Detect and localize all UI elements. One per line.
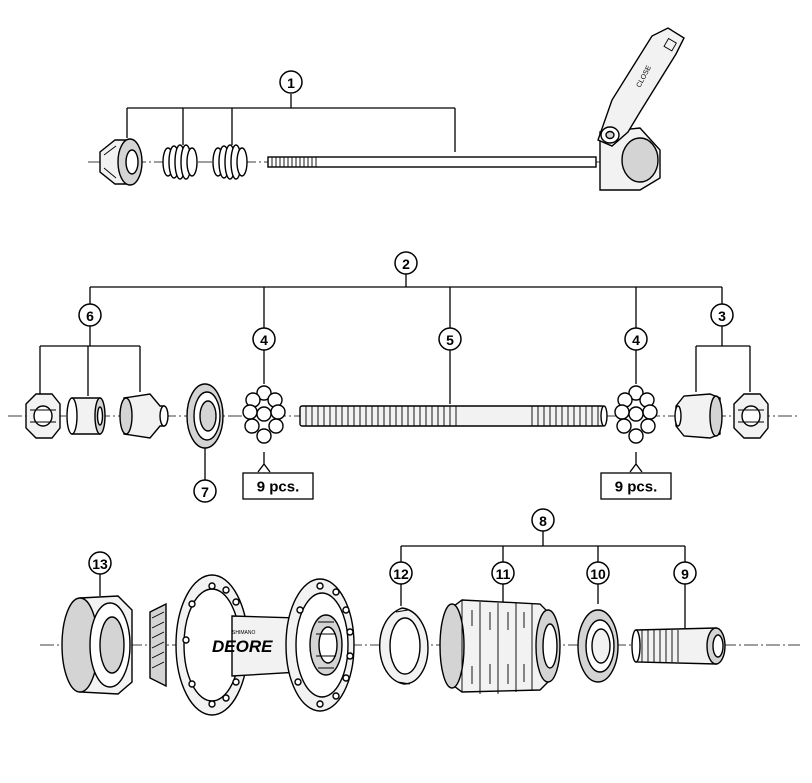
callout-1-label: 1 <box>287 75 295 91</box>
freehub-seal-ring <box>577 609 619 683</box>
dust-cap <box>186 383 224 449</box>
callout-7-label: 7 <box>201 484 209 500</box>
hub-brand-text: DEORE <box>212 637 273 656</box>
callout-6-bracket <box>39 326 141 396</box>
freehub-bolt <box>631 627 726 665</box>
left-lock-nut <box>25 393 61 439</box>
hub-axle <box>299 405 608 427</box>
callout-4-left-label: 4 <box>260 332 268 348</box>
hub-shell: SHIMANO DEORE <box>149 574 355 716</box>
callout-11-label: 11 <box>496 566 511 582</box>
right-lock-nut <box>733 393 769 439</box>
callout-5: 5 <box>438 327 462 351</box>
callout-11: 11 <box>491 561 515 585</box>
left-cone <box>119 393 169 439</box>
callout-12: 12 <box>389 561 413 585</box>
qr-lever: CLOSE <box>597 27 685 191</box>
freehub-body <box>439 599 561 694</box>
callout-8: 8 <box>531 508 555 532</box>
callout-3-bracket <box>695 326 751 392</box>
right-cone <box>674 393 723 439</box>
callout-12-label: 12 <box>393 566 409 582</box>
axle-assembly: 9 pcs. 9 pcs. 2 6 3 4 5 4 <box>8 251 800 503</box>
quantity-label-right: 9 pcs. <box>615 479 658 496</box>
callout-7: 7 <box>193 479 217 503</box>
callout-3-label: 3 <box>718 308 726 324</box>
qty-left-leader <box>257 452 271 473</box>
callout-5-label: 5 <box>446 332 454 348</box>
callout-6-label: 6 <box>86 308 94 324</box>
callout-10: 10 <box>586 561 610 585</box>
qr-spring-1 <box>162 144 198 180</box>
left-spacer <box>66 397 106 435</box>
qr-spring-2 <box>212 144 248 180</box>
callout-3: 3 <box>710 303 734 327</box>
callout-13: 13 <box>88 551 112 575</box>
qty-right-leader <box>629 452 643 473</box>
ball-bearings-right <box>614 385 658 444</box>
quantity-box-left: 9 pcs. <box>242 472 314 500</box>
callout-1-bracket <box>126 94 456 152</box>
callout-4-right-label: 4 <box>632 332 640 348</box>
callout-9-label: 9 <box>681 566 689 582</box>
callout-9: 9 <box>673 561 697 585</box>
callout-4-right: 4 <box>624 327 648 351</box>
ball-bearings-left <box>242 385 286 444</box>
quantity-label-left: 9 pcs. <box>257 479 300 496</box>
callout-4-left: 4 <box>252 327 276 351</box>
quantity-box-right: 9 pcs. <box>600 472 672 500</box>
callout-2: 2 <box>394 251 418 275</box>
hub-body-assembly: SHIMANO DEORE <box>40 508 800 716</box>
callout-2-bracket <box>89 274 723 328</box>
freehub-spacer-ring <box>379 607 429 685</box>
callout-13-label: 13 <box>92 556 108 572</box>
qr-skewer-rod <box>267 156 597 168</box>
callout-8-label: 8 <box>539 513 547 529</box>
quick-release-assembly: CLOSE 1 <box>88 27 685 191</box>
hub-maker-text: SHIMANO <box>232 630 255 636</box>
callout-10-label: 10 <box>590 566 606 582</box>
disc-adapter-cap <box>61 595 133 695</box>
qr-adjusting-nut <box>99 138 143 186</box>
callout-1: 1 <box>279 70 303 94</box>
callout-6: 6 <box>78 303 102 327</box>
callout-8-bracket <box>400 531 686 562</box>
callout-2-label: 2 <box>402 256 410 272</box>
